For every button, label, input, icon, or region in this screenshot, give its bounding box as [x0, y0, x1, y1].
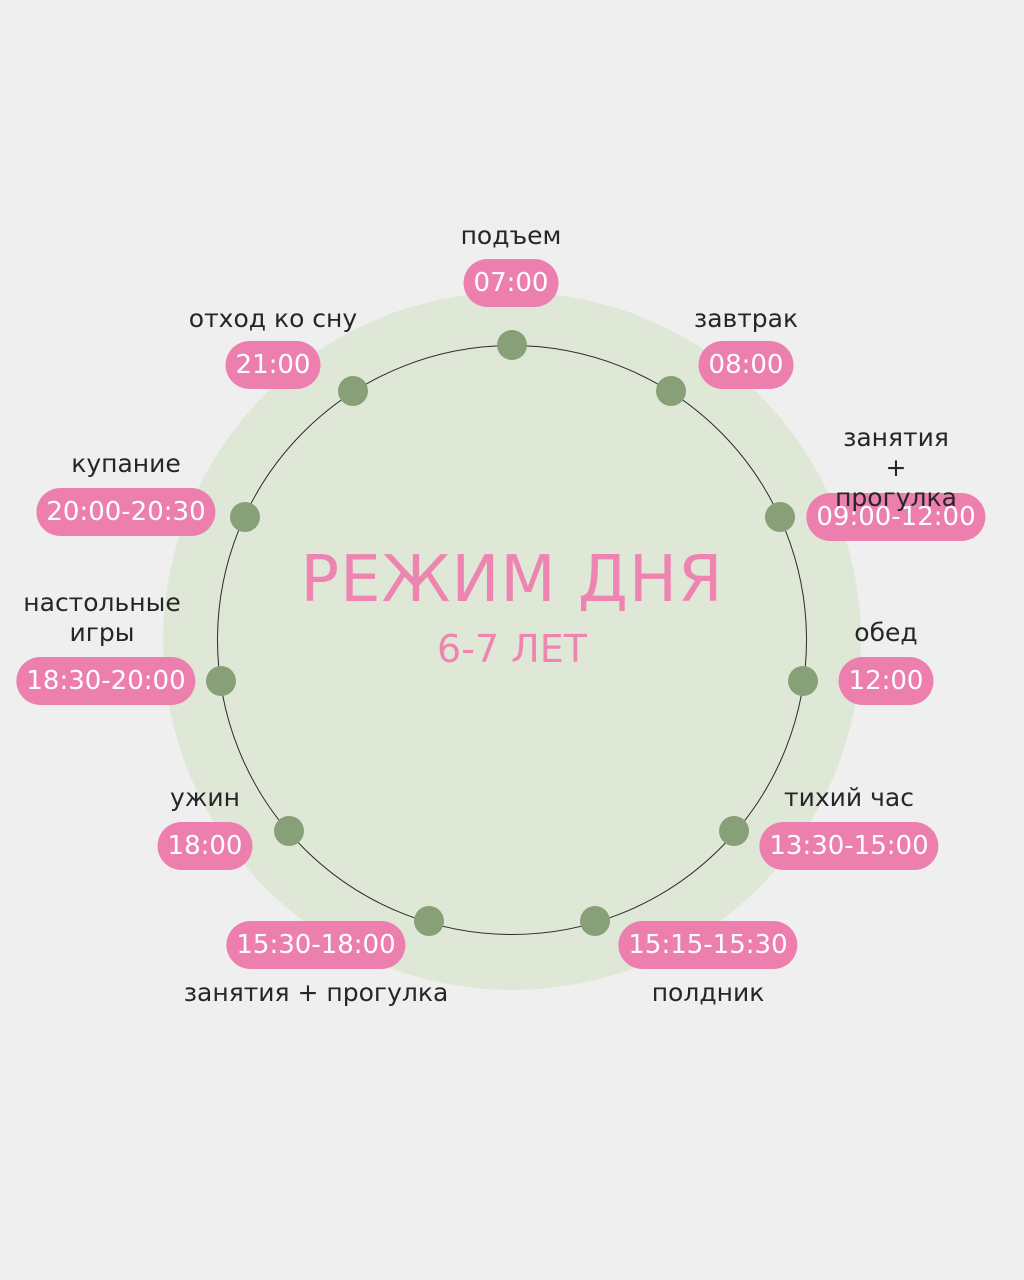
- time-pill: 09:00-12:00: [806, 493, 986, 541]
- activity-label: купание: [71, 449, 181, 478]
- time-pill: 21:00: [225, 341, 321, 389]
- schedule-dot: [788, 666, 818, 696]
- schedule-dot: [765, 502, 795, 532]
- schedule-dot: [338, 376, 368, 406]
- time-pill: 18:30-20:00: [16, 657, 196, 705]
- schedule-dot: [274, 816, 304, 846]
- activity-label: настольные игры: [23, 588, 181, 647]
- activity-label: тихий час: [784, 783, 914, 812]
- schedule-dot: [230, 502, 260, 532]
- activity-label: занятия + прогулка: [835, 423, 957, 512]
- schedule-dot: [580, 906, 610, 936]
- diagram-title: РЕЖИМ ДНЯ: [300, 543, 724, 617]
- time-pill: 07:00: [463, 259, 559, 307]
- time-pill: 12:00: [838, 657, 934, 705]
- schedule-dot: [656, 376, 686, 406]
- activity-label: подъем: [460, 221, 562, 250]
- time-pill: 20:00-20:30: [36, 488, 216, 536]
- schedule-dot: [719, 816, 749, 846]
- activity-label: полдник: [651, 978, 765, 1007]
- activity-label: завтрак: [693, 304, 799, 333]
- time-pill: 15:30-18:00: [226, 921, 406, 969]
- time-pill: 18:00: [157, 822, 253, 870]
- activity-label: занятия + прогулка: [183, 978, 449, 1007]
- schedule-dot: [414, 906, 444, 936]
- time-pill: 15:15-15:30: [618, 921, 798, 969]
- time-pill: 08:00: [698, 341, 794, 389]
- time-pill: 13:30-15:00: [759, 822, 939, 870]
- schedule-dot: [206, 666, 236, 696]
- activity-label: обед: [854, 618, 918, 647]
- activity-label: отход ко сну: [188, 304, 358, 333]
- schedule-dot: [497, 330, 527, 360]
- activity-label: ужин: [170, 783, 240, 812]
- diagram-subtitle: 6-7 ЛЕТ: [437, 627, 587, 671]
